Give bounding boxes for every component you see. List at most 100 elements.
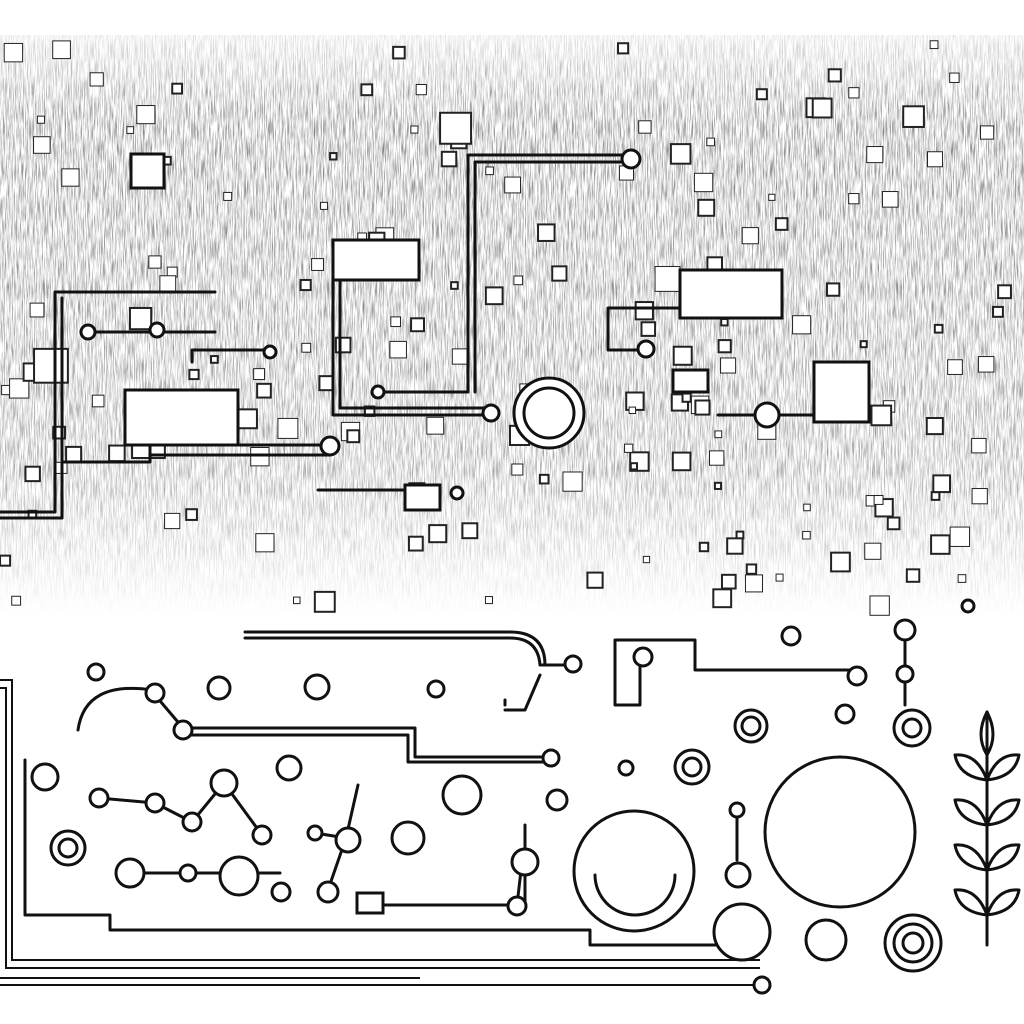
square <box>774 217 789 231</box>
square <box>825 282 841 297</box>
node <box>209 768 239 798</box>
square <box>949 72 960 83</box>
square <box>255 533 275 553</box>
square <box>52 425 66 440</box>
square <box>745 563 758 575</box>
square <box>792 315 812 335</box>
node <box>114 857 146 889</box>
node <box>632 646 654 668</box>
ring <box>892 708 932 748</box>
square <box>927 151 944 168</box>
square <box>617 42 630 55</box>
square <box>65 445 83 463</box>
node <box>563 654 583 674</box>
square <box>410 125 419 134</box>
ring <box>441 774 483 816</box>
square <box>461 522 479 540</box>
square <box>185 508 198 521</box>
square <box>693 172 714 193</box>
ring <box>49 829 87 867</box>
square <box>929 40 939 50</box>
square <box>775 573 784 582</box>
leaf <box>985 843 1021 872</box>
node <box>846 665 868 687</box>
square <box>669 143 692 165</box>
chip-box <box>129 152 166 190</box>
square <box>624 443 634 453</box>
square <box>712 588 733 609</box>
node <box>895 664 915 684</box>
square <box>726 537 744 555</box>
square <box>709 450 725 466</box>
square <box>484 596 493 605</box>
ring <box>673 748 711 786</box>
node <box>144 792 166 814</box>
square <box>638 120 652 134</box>
square <box>932 474 952 494</box>
node <box>251 824 273 846</box>
square <box>694 399 711 416</box>
node <box>636 339 656 359</box>
square <box>848 87 860 99</box>
square <box>108 444 126 463</box>
node <box>617 759 635 777</box>
square <box>768 193 776 201</box>
square <box>902 105 925 128</box>
node <box>316 880 340 904</box>
square <box>485 166 494 176</box>
lower-circuit <box>0 598 976 995</box>
square <box>997 284 1012 300</box>
square <box>905 568 921 583</box>
node <box>780 625 802 647</box>
square <box>3 42 24 63</box>
square <box>720 573 737 590</box>
square <box>706 137 715 147</box>
leaf <box>985 888 1021 917</box>
node <box>620 148 642 170</box>
chip-box <box>403 483 442 512</box>
node <box>506 895 528 917</box>
square <box>886 516 901 531</box>
square <box>947 359 963 375</box>
square <box>859 340 868 349</box>
chip-box <box>123 388 240 447</box>
node <box>370 384 386 400</box>
square <box>848 193 860 205</box>
square <box>148 255 162 269</box>
ring <box>733 708 769 744</box>
square <box>159 275 177 293</box>
node <box>541 748 561 768</box>
node <box>88 787 110 809</box>
square <box>869 595 890 616</box>
square <box>697 198 716 217</box>
square <box>0 554 12 567</box>
square <box>681 392 692 403</box>
node <box>148 321 166 339</box>
square <box>126 126 135 134</box>
ring <box>275 754 303 782</box>
leaf <box>953 888 989 917</box>
square <box>91 394 105 408</box>
square <box>811 97 833 119</box>
ring <box>30 762 60 792</box>
square <box>415 83 427 96</box>
square <box>223 191 233 201</box>
square <box>513 275 524 286</box>
square <box>717 339 732 354</box>
chip-box <box>678 268 784 320</box>
node <box>753 401 781 429</box>
node <box>178 863 198 883</box>
node <box>206 675 232 701</box>
square <box>720 357 737 374</box>
square <box>827 68 842 83</box>
node <box>752 975 772 995</box>
leaf-sprig-icon <box>953 710 1021 947</box>
node <box>79 323 97 341</box>
scattered-squares <box>0 40 1012 616</box>
node <box>724 861 752 889</box>
square <box>713 481 723 490</box>
square <box>866 146 884 164</box>
square <box>504 176 522 194</box>
square <box>164 512 181 530</box>
